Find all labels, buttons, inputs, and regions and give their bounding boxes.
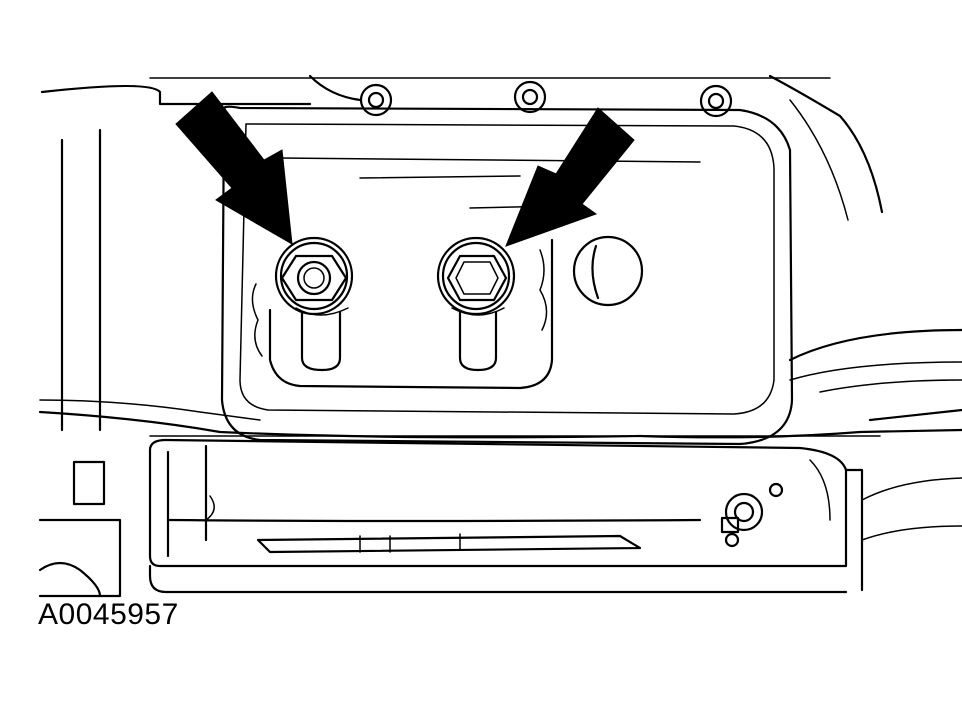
left-mounting-nut bbox=[274, 236, 354, 316]
figure-id-label: A0045957 bbox=[38, 598, 179, 631]
adjustment-slots bbox=[295, 307, 505, 372]
frame-rails bbox=[38, 74, 962, 439]
arrow-left bbox=[175, 91, 293, 245]
lower-crossmember bbox=[148, 438, 864, 594]
mounting-plate bbox=[220, 105, 794, 446]
upper-flange-bolts bbox=[359, 80, 733, 118]
right-side-detail bbox=[861, 408, 962, 541]
access-hole bbox=[572, 235, 644, 307]
pointer-arrows bbox=[175, 91, 635, 247]
arrow-right bbox=[505, 107, 635, 247]
crossmember-stud bbox=[720, 482, 784, 548]
left-bracket-pads bbox=[38, 460, 122, 598]
right-mounting-nut bbox=[436, 236, 516, 316]
